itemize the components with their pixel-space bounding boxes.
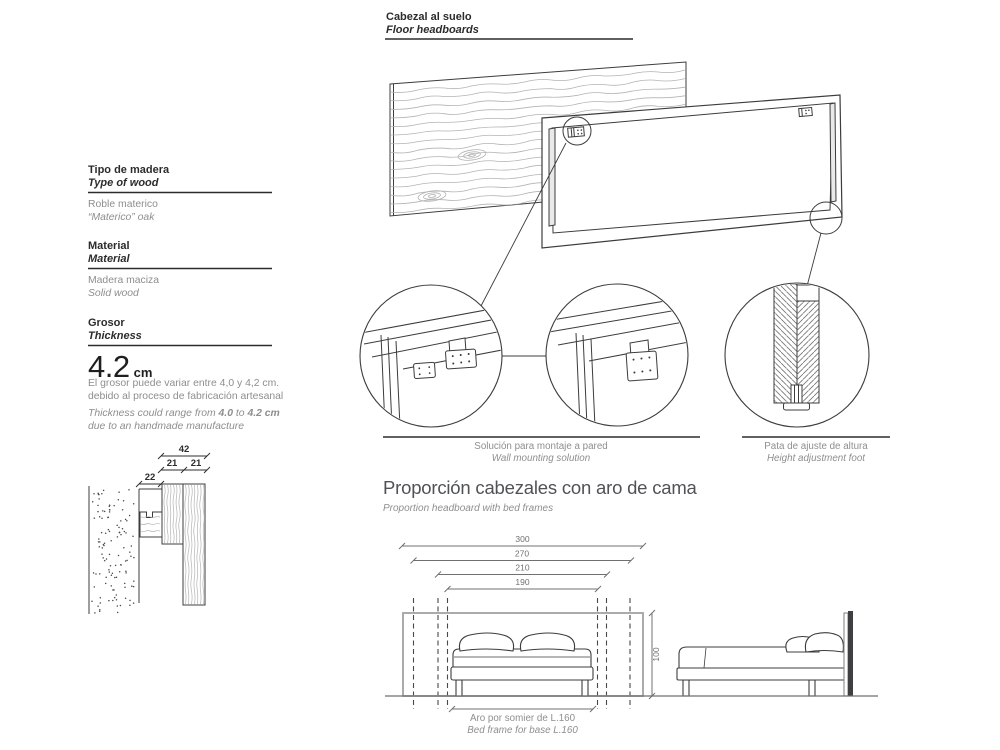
- wall-bracket-right: [798, 106, 813, 118]
- material-value-es: Madera maciza: [88, 275, 160, 286]
- wood-type-value-en: “Materico” oak: [88, 212, 155, 223]
- material-heading-es: Material: [88, 240, 130, 252]
- height-foot-caption-en: Height adjustment foot: [766, 452, 866, 464]
- rail-block-grain: [140, 515, 161, 533]
- headboard-iso-drawing: [389, 61, 843, 307]
- dim-210-label: 210: [515, 563, 529, 573]
- spec-material: Material Material: [88, 240, 288, 266]
- spec-wood-type-values: Roble materico “Materico” oak: [88, 198, 288, 224]
- thickness-note-es: El grosor puede variar entre 4,0 y 4,2 c…: [88, 378, 288, 403]
- thickness-heading-es: Grosor: [88, 317, 125, 329]
- bed-frame-caption-es: Aro por somier de L.160: [469, 713, 576, 724]
- wall-mounting-caption-en: Wall mounting solution: [491, 452, 591, 464]
- front-leg-left: [455, 679, 463, 697]
- material-value-en: Solid wood: [88, 288, 139, 299]
- side-pillow-front: [804, 632, 844, 653]
- front-pillow-right: [519, 632, 576, 652]
- proportion-diagram: 300 270 210 190 100: [385, 534, 878, 713]
- dim-100-label: 100: [651, 647, 661, 661]
- dim-22-label: 22: [145, 472, 156, 483]
- thickness-note-en-line1: Thickness could range from 4.0 to 4.2 cm: [88, 408, 280, 419]
- leader-line-left: [480, 142, 567, 307]
- side-leg-right: [808, 679, 816, 697]
- panel-inner-grain: [163, 485, 181, 543]
- side-headboard-panel: [848, 611, 853, 696]
- height-foot-caption: Pata de ajuste de altura Height adjustme…: [740, 441, 892, 464]
- floor-headboards-title-es: Cabezal al suelo: [386, 11, 472, 23]
- height-foot-caption-es: Pata de ajuste de altura: [764, 441, 868, 452]
- foot-base: [783, 402, 810, 411]
- foot-stem: [790, 384, 803, 404]
- leader-line-right: [805, 232, 822, 291]
- detail-1-wall-mount: [361, 306, 501, 426]
- proportion-title-es: Proporción cabezales con aro de cama: [383, 477, 697, 498]
- spec-material-values: Madera maciza Solid wood: [88, 274, 288, 300]
- bed-frame-caption: Aro por somier de L.160 Bed frame for ba…: [432, 713, 613, 736]
- front-leg-right: [581, 679, 589, 697]
- front-mattress: [452, 648, 592, 668]
- left-batten: [548, 127, 556, 227]
- proportion-dim-labels: 300 270 210 190 100: [515, 534, 661, 662]
- floor-headboards-title: Cabezal al suelo Floor headboards: [386, 11, 479, 37]
- wall-cross-section-drawing: [88, 483, 206, 614]
- cross-section-dim-labels: 42 21 21 22: [145, 444, 202, 483]
- detail-circle-1: [359, 284, 503, 428]
- thickness-number: 4.2: [88, 349, 130, 384]
- spec-rules: [88, 191, 272, 347]
- spec-thickness: Grosor Thickness: [88, 317, 288, 343]
- dim-300-label: 300: [515, 534, 529, 544]
- right-batten: [829, 102, 837, 203]
- detail-marker-foot: [809, 201, 843, 235]
- dim-42-label: 42: [179, 444, 190, 455]
- wood-type-heading-es: Tipo de madera: [88, 164, 170, 176]
- wood-panel-outer: [182, 483, 206, 606]
- front-pillow-left: [458, 632, 515, 652]
- wood-type-value-es: Roble materico: [88, 199, 158, 210]
- spec-wood-type: Tipo de madera Type of wood: [88, 164, 288, 190]
- cross-section-dimensions: [135, 452, 211, 488]
- panel-outer-grain: [184, 485, 204, 604]
- side-bed-frame: [676, 667, 850, 681]
- dim-ticks: [135, 452, 211, 488]
- wall-mounting-caption: Solución para montaje a pared Wall mount…: [381, 441, 701, 464]
- proportion-section: Proporción cabezales con aro de cama Pro…: [383, 477, 697, 514]
- side-leg-left: [682, 679, 690, 697]
- detail-3-height-foot: [773, 284, 820, 411]
- floor-headboards-title-en: Floor headboards: [386, 24, 479, 36]
- dim-190-label: 190: [515, 577, 529, 587]
- dim-ticks: [398, 542, 656, 713]
- dim-270-label: 270: [515, 549, 529, 559]
- headboard-frame-outer: [541, 94, 843, 249]
- wall-bracket-left: [567, 126, 585, 138]
- width-option-dashes: [412, 598, 631, 709]
- detail-2-wall-mount: [547, 296, 687, 425]
- detail-circles: [359, 282, 870, 428]
- wall-stipple-texture: [91, 488, 135, 614]
- thickness-note-en: Thickness could range from 4.0 to 4.2 cm…: [88, 408, 288, 433]
- proportion-title-en: Proportion headboard with bed frames: [383, 503, 554, 514]
- thickness-heading-en: Thickness: [88, 330, 142, 342]
- detail-marker-bracket: [562, 116, 592, 146]
- detail-circle-2: [545, 283, 689, 427]
- material-heading-en: Material: [88, 253, 130, 265]
- thickness-note-es-line1: El grosor puede variar entre 4,0 y 4,2 c…: [88, 378, 280, 389]
- side-headboard-outline: [843, 612, 849, 697]
- dim-21-right-label: 21: [191, 458, 202, 469]
- thickness-unit: cm: [133, 365, 153, 380]
- bed-front-view: [450, 632, 594, 697]
- wood-type-heading-en: Type of wood: [88, 177, 159, 189]
- proportion-dim-lines: [398, 542, 656, 713]
- thickness-note-en-line2: due to an handmade manufacture: [88, 420, 244, 432]
- bed-side-view: [676, 611, 853, 697]
- front-bed-frame: [450, 666, 594, 681]
- bed-frame-caption-en: Bed frame for base L.160: [467, 724, 578, 736]
- thickness-note-es-line2: debido al proceso de fabricación artesan…: [88, 390, 284, 402]
- wall-mounting-caption-es: Solución para montaje a pared: [474, 441, 608, 452]
- dim-21-left-label: 21: [167, 458, 178, 469]
